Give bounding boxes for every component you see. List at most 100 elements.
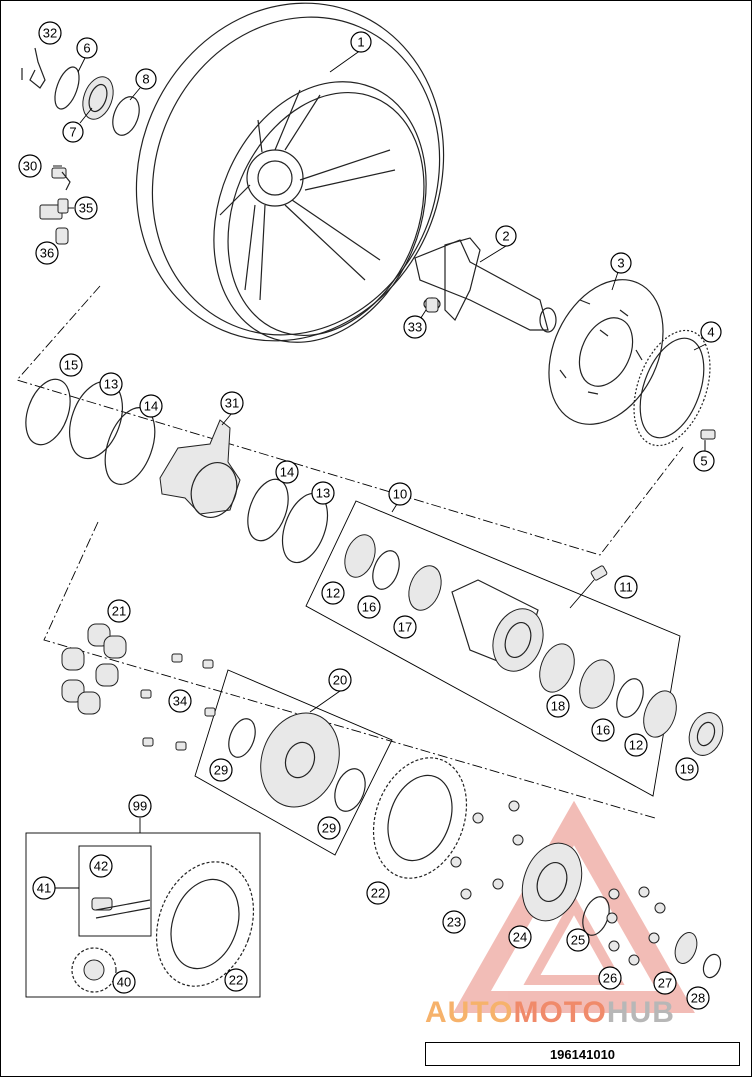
svg-text:13: 13 [316, 486, 330, 501]
svg-text:12: 12 [326, 586, 340, 601]
leader-lines [42, 49, 707, 889]
svg-text:8: 8 [142, 72, 149, 87]
watermark-part-1: AUTO [425, 996, 514, 1029]
callout-24: 24 [508, 925, 532, 949]
svg-text:26: 26 [603, 971, 617, 986]
valve-35 [39, 198, 69, 220]
callout-32: 32 [38, 21, 62, 45]
svg-text:16: 16 [362, 600, 376, 615]
rear-wheel-rim [135, 2, 445, 343]
bolt-5 [700, 429, 716, 453]
svg-text:30: 30 [23, 159, 37, 174]
callout-3: 3 [610, 252, 632, 274]
callout-35: 35 [74, 196, 98, 220]
rings-row-1 [25, 378, 156, 485]
callout-8: 8 [135, 68, 157, 90]
damper-rubbers [61, 623, 127, 715]
svg-text:20: 20 [333, 673, 347, 688]
svg-text:6: 6 [83, 41, 90, 56]
callout-13a: 13 [99, 372, 123, 396]
spacer-19 [688, 712, 724, 756]
callout-40: 40 [112, 970, 136, 994]
callout-16a: 16 [357, 595, 381, 619]
svg-text:14: 14 [144, 399, 158, 414]
callout-1: 1 [350, 31, 372, 53]
nuts-23 [450, 800, 524, 900]
svg-text:10: 10 [393, 487, 407, 502]
svg-text:2: 2 [502, 229, 509, 244]
bolt-33 [425, 297, 439, 313]
callout-26: 26 [598, 966, 622, 990]
svg-text:12: 12 [629, 738, 643, 753]
group-outline-damper [43, 521, 656, 819]
svg-text:32: 32 [43, 26, 57, 41]
bolt-11 [569, 565, 608, 609]
box-99-kit [25, 832, 261, 998]
spacer-ring-8 [112, 96, 140, 136]
callout-21: 21 [107, 599, 131, 623]
callout-36: 36 [35, 241, 59, 265]
svg-text:17: 17 [398, 620, 412, 635]
wire-clip-32 [21, 47, 46, 89]
callout-18: 18 [546, 694, 570, 718]
callout-29b: 29 [317, 816, 341, 840]
chain-link [91, 897, 151, 919]
svg-text:15: 15 [64, 358, 78, 373]
callout-20: 20 [328, 668, 352, 692]
axle [414, 237, 557, 333]
svg-text:21: 21 [112, 604, 126, 619]
callout-42: 42 [89, 854, 113, 878]
svg-text:27: 27 [658, 976, 672, 991]
callout-6: 6 [76, 37, 98, 59]
callout-14b: 14 [275, 460, 299, 484]
callout-10: 10 [388, 482, 412, 506]
svg-text:22: 22 [371, 886, 385, 901]
svg-text:25: 25 [571, 933, 585, 948]
svg-text:24: 24 [513, 930, 527, 945]
svg-text:14: 14 [280, 465, 294, 480]
watermark-triangle [453, 800, 695, 1013]
callout-13b: 13 [311, 481, 335, 505]
svg-text:13: 13 [104, 377, 118, 392]
callout-19: 19 [675, 757, 699, 781]
callout-7: 7 [62, 121, 84, 143]
svg-text:22: 22 [229, 973, 243, 988]
brake-disc [548, 279, 664, 425]
document-number: 196141010 [425, 1042, 740, 1066]
callout-27: 27 [653, 971, 677, 995]
svg-text:1: 1 [357, 35, 364, 50]
hub-internals [344, 534, 677, 738]
callout-11: 11 [614, 575, 638, 599]
sprocket-22-lower [155, 861, 255, 987]
callout-22b: 22 [224, 968, 248, 992]
svg-text:34: 34 [173, 694, 187, 709]
carrier-parts [228, 712, 366, 812]
svg-text:99: 99 [133, 799, 147, 814]
callout-12a: 12 [321, 581, 345, 605]
sprocket-flange [521, 842, 722, 979]
box-20-carrier [194, 669, 393, 856]
svg-text:3: 3 [617, 256, 624, 271]
bolts-34 [140, 653, 216, 751]
valve-30 [51, 167, 71, 191]
svg-text:35: 35 [79, 201, 93, 216]
callout-15: 15 [59, 353, 83, 377]
svg-text:33: 33 [408, 320, 422, 335]
watermark-part-3: HUB [606, 996, 675, 1029]
bearing-ring-7 [82, 76, 114, 120]
caliper-carrier [159, 419, 241, 518]
svg-text:16: 16 [596, 723, 610, 738]
seal-ring-6 [54, 66, 80, 110]
callout-33: 33 [403, 315, 427, 339]
callout-14a: 14 [139, 394, 163, 418]
svg-text:29: 29 [322, 821, 336, 836]
callout-16b: 16 [591, 718, 615, 742]
group-outline-wheel-bearings [16, 285, 684, 556]
svg-text:28: 28 [691, 991, 705, 1006]
box-10-hub-assembly [305, 500, 681, 797]
callout-17: 17 [393, 615, 417, 639]
callout-22a: 22 [366, 881, 390, 905]
callout-23: 23 [442, 910, 466, 934]
abs-sensor-ring [633, 329, 711, 447]
